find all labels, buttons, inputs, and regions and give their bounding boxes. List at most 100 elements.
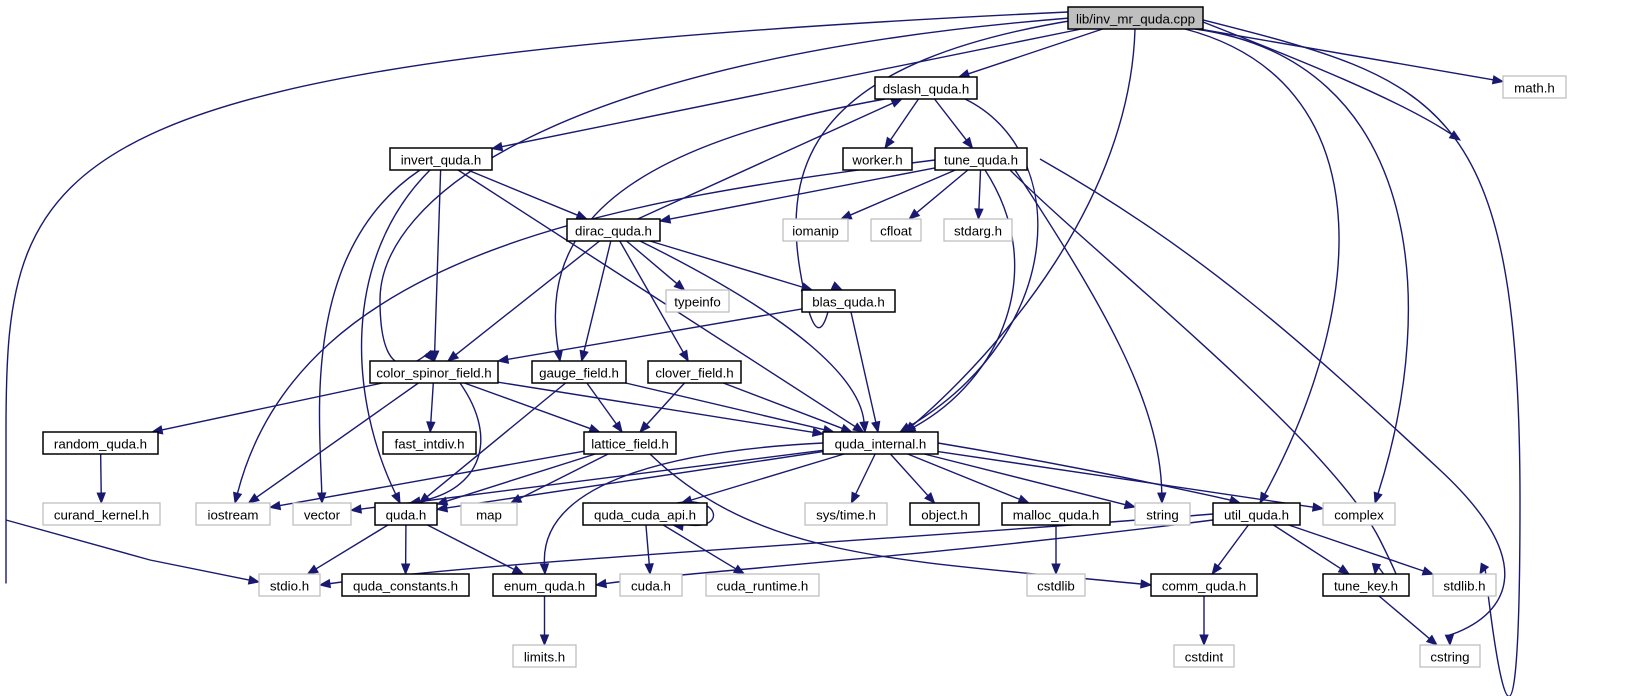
edge-lattice-field-to-quda-line [446, 453, 596, 502]
node-box [842, 147, 913, 171]
edge-tune-quda-to-string-arrowhead [1157, 492, 1167, 505]
edge-enum-quda-to-limits [539, 596, 550, 647]
node-enum-quda[interactable]: enum_quda.h [492, 573, 597, 597]
node-invert-quda[interactable]: invert_quda.h [389, 147, 493, 171]
node-label: curand_kernel.h [54, 508, 149, 523]
node-label: cfloat [880, 224, 912, 239]
node-blas-quda[interactable]: blas_quda.h [801, 289, 896, 313]
edge-quda-internal-to-string [924, 453, 1137, 510]
edge-root-to-stdlib [1202, 19, 1521, 696]
node-lattice-field[interactable]: lattice_field.h [583, 431, 677, 455]
edge-util-quda-to-enum-quda-arrowhead [594, 578, 608, 589]
edge-clover-field-to-quda-internal [723, 382, 853, 433]
edge-dslash-quda-to-worker-arrowhead [884, 136, 895, 150]
edge-dirac-quda-to-typeinfo-line [626, 240, 678, 285]
edge-root-to-stdio-line [5, 11, 1069, 584]
edge-quda-to-enum-quda-line [427, 524, 515, 571]
node-worker[interactable]: worker.h [842, 147, 913, 171]
node-label: invert_quda.h [401, 153, 482, 168]
node-label: quda.h [386, 508, 427, 523]
edge-color-spinor-field-to-iostream-line [256, 382, 419, 498]
node-limits: limits.h [512, 644, 577, 668]
node-iostream: iostream [195, 502, 271, 526]
node-color-spinor-field[interactable]: color_spinor_field.h [369, 360, 499, 384]
node-quda[interactable]: quda.h [374, 502, 438, 526]
edge-quda-internal-to-sys-time-arrowhead [850, 491, 861, 505]
node-box [705, 573, 820, 597]
node-gauge-field[interactable]: gauge_field.h [531, 360, 627, 384]
edge-invert-quda-to-quda [360, 169, 431, 505]
edge-root-to-util-quda-arrowhead [1259, 491, 1270, 505]
node-dirac-quda[interactable]: dirac_quda.h [566, 218, 661, 242]
node-random-quda[interactable]: random_quda.h [42, 431, 159, 455]
node-fast-intdiv[interactable]: fast_intdiv.h [382, 431, 477, 455]
edge-lattice-field-to-quda [435, 453, 596, 506]
edge-tune-quda-to-dirac-quda-arrowhead [658, 214, 672, 224]
edge-dirac-quda-to-clover-field-arrowhead [678, 349, 689, 363]
node-comm-quda[interactable]: comm_quda.h [1150, 573, 1258, 597]
edge-color-spinor-field-to-lattice-field [464, 382, 601, 433]
edge-tune-quda-to-quda-internal-line [913, 169, 1016, 428]
edge-dslash-quda-to-gauge-field-line [554, 98, 886, 352]
edge-blas-quda-to-color-spinor-field-arrowhead [496, 354, 510, 364]
edge-quda-internal-to-quda [435, 450, 824, 513]
edge-gauge-field-to-lattice-field-line [586, 382, 617, 425]
node-label: color_spinor_field.h [376, 366, 491, 381]
edge-dirac-quda-to-quda-internal-line [639, 240, 865, 423]
node-box [42, 502, 161, 526]
edge-gauge-field-to-quda-internal-line [625, 382, 825, 431]
node-dslash-quda[interactable]: dslash_quda.h [874, 76, 978, 100]
edge-dslash-quda-to-quda-internal-line [908, 98, 1039, 428]
node-object[interactable]: object.h [909, 502, 980, 526]
edge-quda-to-quda-constants-arrowhead [400, 563, 411, 576]
node-tune-key[interactable]: tune_key.h [1322, 573, 1410, 597]
edge-dirac-quda-to-color-spinor-field-line [455, 240, 601, 356]
node-clover-field[interactable]: clover_field.h [647, 360, 742, 384]
node-label: complex [1334, 508, 1384, 523]
node-box [874, 76, 978, 100]
node-label: cstdlib [1037, 579, 1075, 594]
node-util-quda[interactable]: util_quda.h [1212, 502, 1301, 526]
edge-dirac-quda-to-clover-field-line [619, 240, 684, 353]
node-cuda: cuda.h [619, 573, 683, 597]
node-cstdlib: cstdlib [1026, 573, 1086, 597]
edge-util-quda-to-comm-quda [1211, 524, 1249, 576]
node-label: clover_field.h [655, 366, 733, 381]
edge-dslash-quda-to-gauge-field-arrowhead [553, 349, 563, 363]
node-quda-cuda-api[interactable]: quda_cuda_api.h [582, 502, 708, 526]
node-tune-quda[interactable]: tune_quda.h [934, 147, 1028, 171]
edge-root-to-quda-internal-line [912, 28, 1136, 426]
node-malloc-quda[interactable]: malloc_quda.h [1001, 502, 1111, 526]
edge-root-to-stdio [5, 11, 1069, 585]
edge-invert-quda-to-color-spinor-field [429, 169, 442, 363]
edge-invert-quda-to-vector-line [318, 169, 421, 494]
node-cuda-runtime: cuda_runtime.h [705, 573, 820, 597]
edge-dslash-quda-to-tune-quda-arrowhead [962, 136, 974, 150]
node-label: blas_quda.h [812, 295, 884, 310]
edge-root-to-invert-quda-line [501, 28, 1082, 148]
edge-dirac-quda-to-color-spinor-field-arrowhead [446, 350, 460, 362]
node-label: cstdint [1185, 650, 1224, 665]
node-box [1322, 573, 1410, 597]
edge-lattice-field-to-map-arrowhead [509, 494, 523, 504]
edge-quda-cuda-api-to-cuda-runtime [662, 524, 746, 575]
edge-dirac-quda-to-quda-internal [639, 240, 869, 434]
edge-dslash-quda-to-tune-quda-line [933, 98, 967, 141]
edge-root-to-cstring-line [1202, 21, 1453, 136]
node-quda-constants[interactable]: quda_constants.h [341, 573, 470, 597]
node-box [382, 431, 477, 455]
edge-dirac-quda-to-blas-quda-line [649, 240, 803, 288]
node-quda-internal[interactable]: quda_internal.h [822, 431, 939, 455]
edge-gauge-field-to-quda-line [426, 382, 567, 498]
node-box [374, 502, 438, 526]
edge-clover-field-to-quda-internal-line [723, 382, 843, 430]
node-label: object.h [921, 508, 968, 523]
edge-color-spinor-field-to-iostream-arrowhead [247, 493, 260, 504]
edge-tune-quda-to-iostream-arrowhead [233, 491, 243, 505]
edge-dslash-quda-to-worker [884, 98, 920, 150]
node-root[interactable]: lib/inv_mr_quda.cpp [1067, 6, 1204, 30]
node-label: random_quda.h [54, 437, 147, 452]
edge-root-to-math [1198, 28, 1505, 85]
node-label: iostream [208, 508, 259, 523]
edge-root-to-util-quda [1184, 28, 1340, 505]
